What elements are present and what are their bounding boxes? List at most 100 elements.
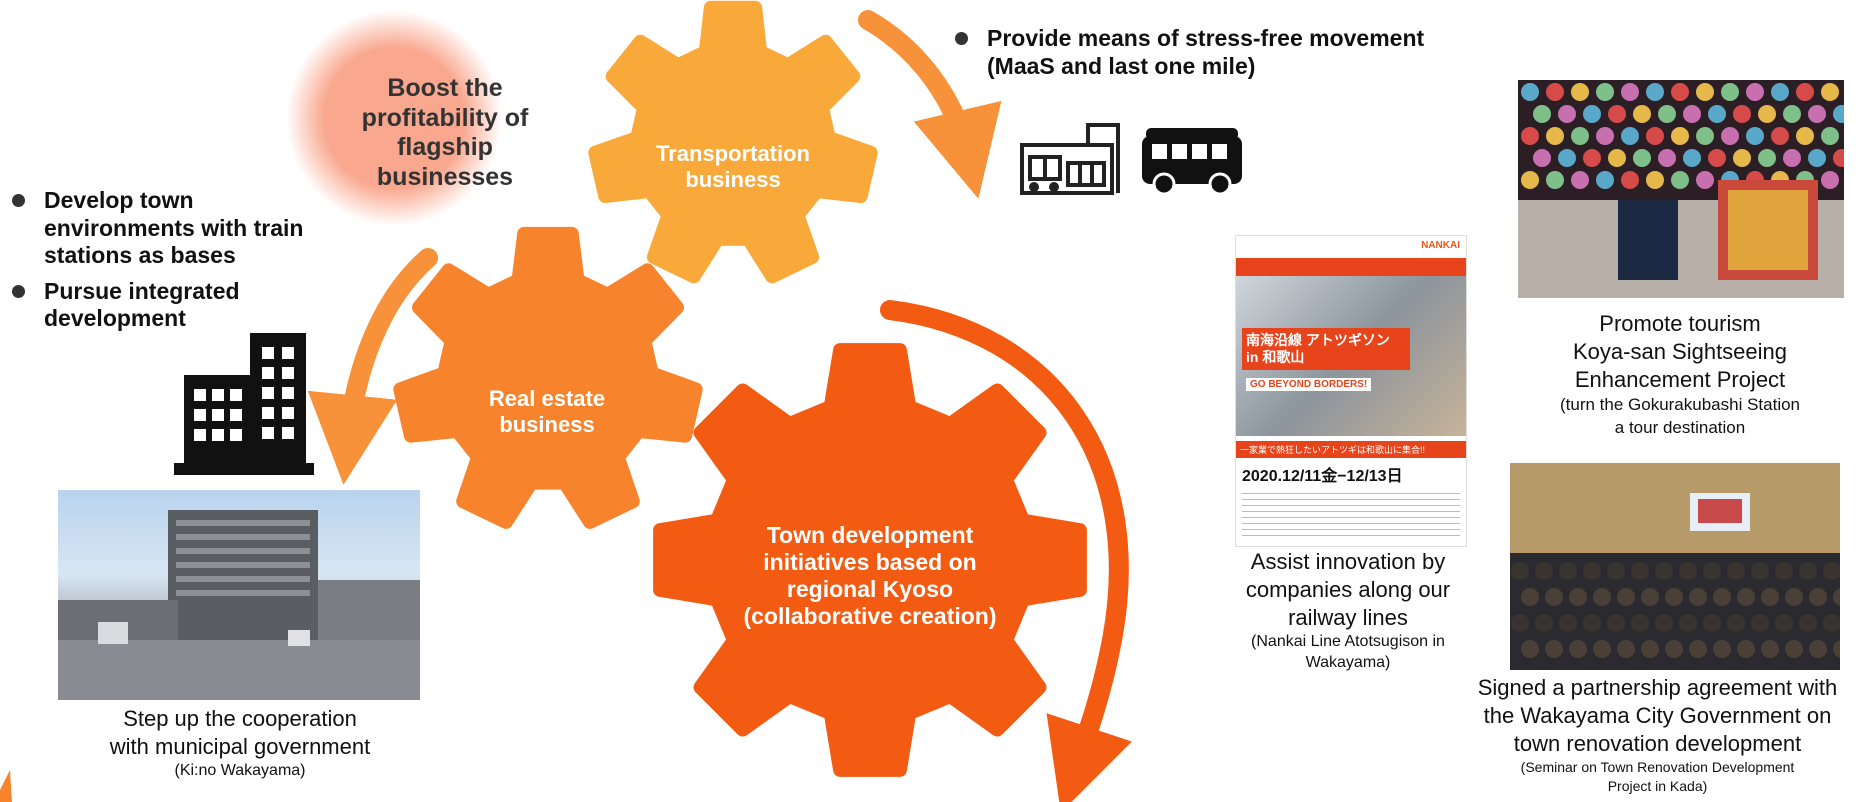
ceiling-decoration bbox=[1721, 127, 1739, 145]
audience-member bbox=[1511, 562, 1529, 580]
ceiling-decoration bbox=[1583, 105, 1601, 123]
audience-member bbox=[1823, 614, 1840, 632]
bullet-item: Pursue integrated development bbox=[12, 278, 294, 333]
audience-member bbox=[1559, 614, 1577, 632]
ceiling-decoration bbox=[1758, 149, 1776, 167]
audience-member bbox=[1727, 614, 1745, 632]
ceiling-decoration bbox=[1521, 171, 1539, 189]
audience-member bbox=[1689, 640, 1707, 658]
poster-banner: 一家業で熱狂したいアトツギは和歌山に集合!! bbox=[1236, 441, 1466, 458]
bullet-dot bbox=[12, 284, 25, 298]
audience-member bbox=[1535, 614, 1553, 632]
ceiling-decoration bbox=[1671, 83, 1689, 101]
ceiling-decoration bbox=[1546, 83, 1564, 101]
audience-member bbox=[1665, 640, 1683, 658]
audience-member bbox=[1631, 614, 1649, 632]
audience-member bbox=[1617, 640, 1635, 658]
audience-member bbox=[1713, 588, 1731, 606]
arrow-left bbox=[307, 248, 438, 485]
audience-member bbox=[1631, 562, 1649, 580]
audience-member bbox=[1785, 588, 1803, 606]
ceiling-decoration bbox=[1683, 149, 1701, 167]
ceiling-decoration bbox=[1608, 105, 1626, 123]
audience-member bbox=[1713, 640, 1731, 658]
ceiling-decoration bbox=[1521, 127, 1539, 145]
audience-member bbox=[1833, 588, 1840, 606]
gear-label-real-estate: Real estate business bbox=[488, 386, 606, 437]
caption-line: Promote tourism bbox=[1599, 311, 1761, 336]
audience-member bbox=[1617, 588, 1635, 606]
caption-innovation: Assist innovation by companies along our… bbox=[1218, 548, 1478, 674]
arrow-right bbox=[880, 300, 1132, 802]
audience-member bbox=[1569, 640, 1587, 658]
ceiling-decoration bbox=[1646, 171, 1664, 189]
bullet-dot bbox=[955, 32, 968, 45]
bullet-text: Develop town environments with train sta… bbox=[44, 187, 304, 269]
audience-member bbox=[1689, 588, 1707, 606]
ceiling-decoration bbox=[1533, 149, 1551, 167]
poster-title: 南海沿線 アトツギソン in 和歌山 bbox=[1242, 328, 1410, 370]
caption-note: a tour destination bbox=[1614, 417, 1746, 437]
ceiling-decoration bbox=[1833, 105, 1844, 123]
caption-note: (turn the Gokurakubashi Station bbox=[1559, 395, 1801, 415]
ceiling-decoration bbox=[1821, 127, 1839, 145]
audience-member bbox=[1559, 562, 1577, 580]
ceiling-decoration bbox=[1633, 149, 1651, 167]
caption-municipal: Step up the cooperation with municipal g… bbox=[60, 705, 420, 782]
ceiling-decoration bbox=[1771, 83, 1789, 101]
ceiling-decoration bbox=[1546, 171, 1564, 189]
audience-member bbox=[1823, 562, 1840, 580]
audience-member bbox=[1727, 562, 1745, 580]
gear-label-transportation: Transportation business bbox=[655, 141, 810, 192]
ceiling-decoration bbox=[1758, 105, 1776, 123]
ceiling-decoration bbox=[1696, 83, 1714, 101]
audience-member bbox=[1655, 614, 1673, 632]
gear-transportation bbox=[588, 0, 878, 284]
caption-line: Enhancement Project bbox=[1574, 367, 1786, 393]
ceiling-decoration bbox=[1533, 105, 1551, 123]
station-ceiling-photo bbox=[1518, 80, 1844, 298]
building-icon bbox=[174, 333, 314, 475]
ceiling-decoration bbox=[1696, 171, 1714, 189]
caption-line: Koya-san Sightseeing bbox=[1572, 339, 1788, 365]
ceiling-decoration bbox=[1596, 171, 1614, 189]
ceiling-decoration bbox=[1671, 127, 1689, 145]
ceiling-decoration bbox=[1833, 149, 1844, 167]
ceiling-decoration bbox=[1783, 149, 1801, 167]
audience-member bbox=[1593, 640, 1611, 658]
ceiling-decoration bbox=[1708, 149, 1726, 167]
arrow-top bbox=[858, 10, 1002, 199]
audience-member bbox=[1521, 588, 1539, 606]
caption-line: town renovation development bbox=[1513, 731, 1802, 757]
ceiling-decoration bbox=[1546, 127, 1564, 145]
ceiling-decoration bbox=[1621, 171, 1639, 189]
ceiling-decoration bbox=[1646, 127, 1664, 145]
audience-member bbox=[1569, 588, 1587, 606]
ceiling-decoration bbox=[1571, 127, 1589, 145]
ceiling-decoration bbox=[1646, 83, 1664, 101]
ceiling-decoration bbox=[1558, 149, 1576, 167]
bullet-item: Develop town environments with train sta… bbox=[12, 187, 342, 270]
ceiling-decoration bbox=[1658, 105, 1676, 123]
caption-tourism: Promote tourism Koya-san Sightseeing Enh… bbox=[1510, 310, 1850, 439]
audience-member bbox=[1511, 614, 1529, 632]
audience-member bbox=[1641, 640, 1659, 658]
audience-member bbox=[1703, 562, 1721, 580]
audience-member bbox=[1665, 588, 1683, 606]
ceiling-decoration bbox=[1808, 105, 1826, 123]
audience-member bbox=[1775, 614, 1793, 632]
seminar-photo bbox=[1510, 463, 1840, 670]
ceiling-decoration bbox=[1558, 105, 1576, 123]
ceiling-decoration bbox=[1671, 171, 1689, 189]
ceiling-decoration bbox=[1658, 149, 1676, 167]
caption-partnership: Signed a partnership agreement with the … bbox=[1455, 674, 1860, 795]
ceiling-decoration bbox=[1733, 105, 1751, 123]
audience-member bbox=[1775, 562, 1793, 580]
gear-label-town-development: Town development initiatives based on re… bbox=[743, 522, 997, 630]
audience-member bbox=[1799, 614, 1817, 632]
profitability-circle bbox=[286, 10, 502, 226]
gear-label-profitability: Boost the profitability of flagship busi… bbox=[361, 74, 529, 191]
audience-member bbox=[1751, 614, 1769, 632]
ceiling-decoration bbox=[1683, 105, 1701, 123]
